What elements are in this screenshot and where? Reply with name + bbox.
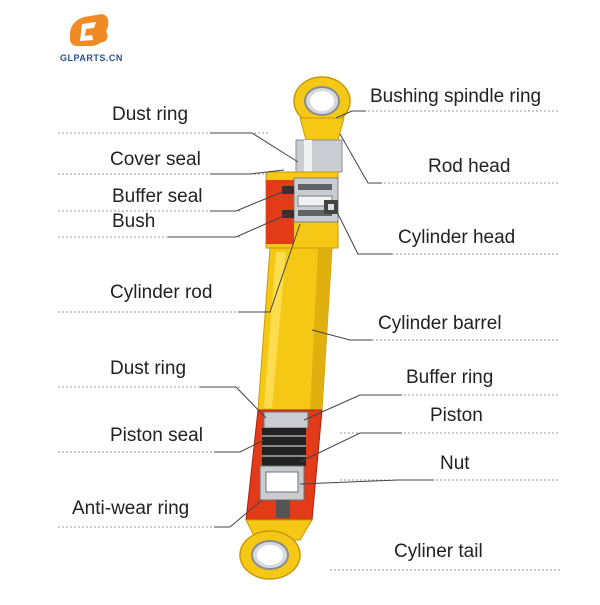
label-bushing-spindle-ring: Bushing spindle ring [370, 86, 542, 107]
label-rod-head: Rod head [428, 156, 511, 177]
rod-head-neck [299, 117, 345, 141]
label-cover-seal: Cover seal [110, 149, 201, 170]
label-buffer-seal: Buffer seal [112, 186, 203, 207]
label-anti-wear-ring: Anti-wear ring [72, 498, 190, 519]
logo-text: GLPARTS.CN [60, 53, 123, 63]
label-piston-seal: Piston seal [110, 425, 203, 446]
label-cylinder-head: Cylinder head [398, 227, 516, 248]
label-cyliner-tail: Cyliner tail [394, 541, 483, 562]
exposed-rod [295, 139, 343, 173]
label-bush: Bush [112, 211, 156, 232]
label-cylinder-barrel: Cylinder barrel [378, 313, 502, 334]
glparts-logo-icon [69, 14, 109, 46]
label-dust-ring-top: Dust ring [112, 104, 189, 125]
label-cylinder-rod: Cylinder rod [110, 282, 213, 303]
label-piston: Piston [430, 405, 483, 426]
label-buffer-ring: Buffer ring [406, 367, 494, 388]
top-eye [293, 76, 351, 126]
leader-lines [168, 110, 434, 528]
bottom-eye [239, 530, 301, 580]
label-dust-ring-bottom: Dust ring [110, 358, 187, 379]
label-nut: Nut [440, 453, 470, 474]
